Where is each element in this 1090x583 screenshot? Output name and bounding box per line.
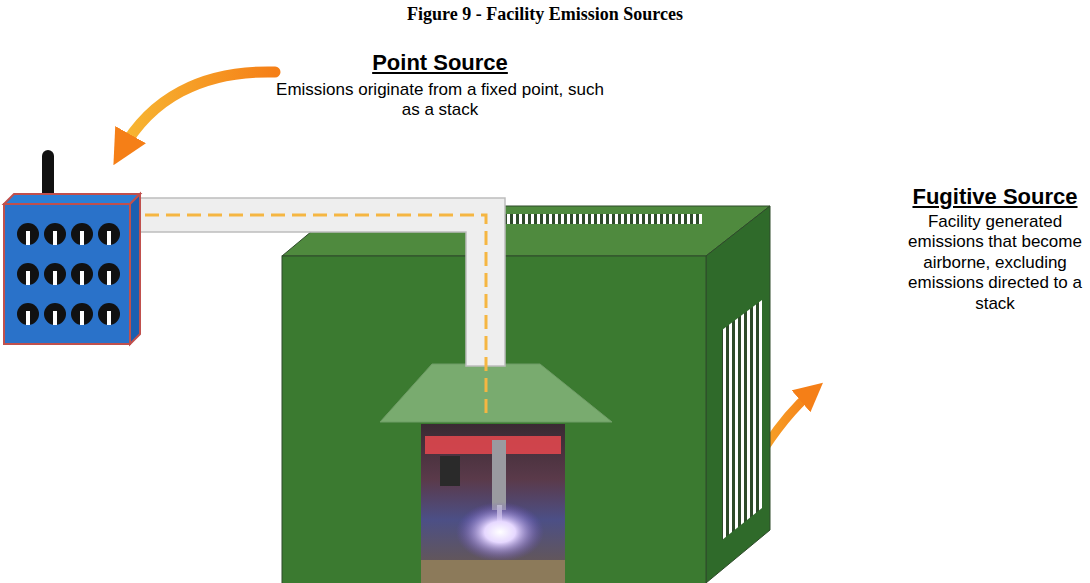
filter-cartridges (17, 223, 120, 325)
figure-title: Figure 9 - Facility Emission Sources (0, 4, 1090, 26)
source-description: Facility generated emissions that become… (905, 212, 1085, 314)
facility-building (282, 206, 770, 583)
filter-cartridge (71, 303, 93, 325)
filter-cartridge (44, 223, 66, 245)
pointer-arrow (122, 72, 275, 150)
exhaust-hood (380, 364, 612, 422)
filter-cartridge (71, 223, 93, 245)
exhaust-stack (42, 150, 54, 200)
side-vent (722, 300, 762, 540)
plasma-cutting-photo (421, 424, 565, 583)
filter-cartridge (17, 223, 39, 245)
source-heading: Point Source (280, 50, 600, 76)
filter-cartridge (98, 263, 120, 285)
filter-cartridge (44, 263, 66, 285)
filter-cartridge (98, 223, 120, 245)
filter-cartridge (17, 303, 39, 325)
filter-cartridge (98, 303, 120, 325)
filter-cartridge (44, 303, 66, 325)
dust-collector (4, 150, 140, 344)
filter-cartridge (17, 263, 39, 285)
exhaust-duct (140, 198, 505, 420)
source-description: Emissions originate from a fixed point, … (268, 80, 612, 121)
filter-cartridge (71, 263, 93, 285)
source-heading: Fugitive Source (905, 184, 1085, 210)
